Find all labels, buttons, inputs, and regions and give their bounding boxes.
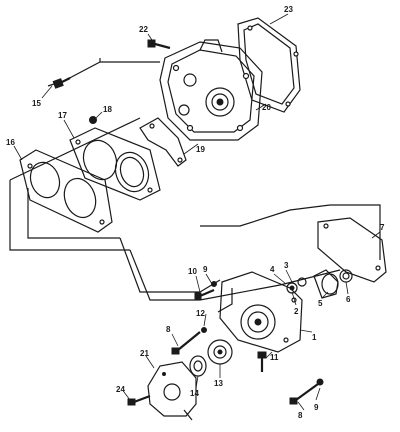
pump-body-part-1 xyxy=(217,271,303,353)
callout-17: 17 xyxy=(58,111,67,120)
sensor-part-15 xyxy=(47,77,71,89)
gasket-part-23 xyxy=(237,17,301,113)
callout-21: 21 xyxy=(140,349,149,358)
leader-lines xyxy=(13,13,381,411)
gear-part-13 xyxy=(207,339,233,365)
cover-housing-part-20 xyxy=(159,39,263,141)
cover-gasket-part-7 xyxy=(317,217,387,283)
fasteners-right xyxy=(289,378,324,405)
callout-14: 14 xyxy=(190,389,199,398)
callout-13: 13 xyxy=(214,379,223,388)
callout-9-upper: 9 xyxy=(203,265,208,274)
end-cover-part-21 xyxy=(147,361,197,421)
callout-7: 7 xyxy=(380,223,385,232)
callout-labels: 23 22 15 18 17 16 19 20 7 1 2 3 4 5 6 10… xyxy=(6,5,385,420)
callout-5: 5 xyxy=(318,299,323,308)
callout-10: 10 xyxy=(188,267,197,276)
callout-8-lower: 8 xyxy=(298,411,303,420)
callout-1: 1 xyxy=(312,333,317,342)
callout-22: 22 xyxy=(139,25,148,34)
callout-9-lower: 9 xyxy=(314,403,319,412)
gasket-part-16 xyxy=(19,149,113,233)
callout-12: 12 xyxy=(196,309,205,318)
fasteners-left xyxy=(171,281,217,355)
callout-16: 16 xyxy=(6,138,15,147)
callout-20: 20 xyxy=(262,103,271,112)
callout-3: 3 xyxy=(284,261,289,270)
callout-18: 18 xyxy=(103,105,112,114)
callout-15: 15 xyxy=(32,99,41,108)
bolt-part-11 xyxy=(257,351,267,372)
plate-part-17 xyxy=(69,127,161,201)
callout-11: 11 xyxy=(270,353,279,362)
bracket-part-19 xyxy=(139,117,187,167)
callout-24: 24 xyxy=(116,385,125,394)
screw-part-24 xyxy=(127,394,151,406)
assembly-boundary-lines xyxy=(9,58,381,301)
callout-8-upper: 8 xyxy=(166,325,171,334)
callout-23: 23 xyxy=(284,5,293,14)
bolt-part-22 xyxy=(147,39,171,50)
callout-19: 19 xyxy=(196,145,205,154)
callout-4: 4 xyxy=(270,265,275,274)
seal-parts-2-6 xyxy=(286,269,353,299)
callout-6: 6 xyxy=(346,295,351,304)
nut-part-18 xyxy=(89,116,97,124)
callout-2: 2 xyxy=(294,307,299,316)
